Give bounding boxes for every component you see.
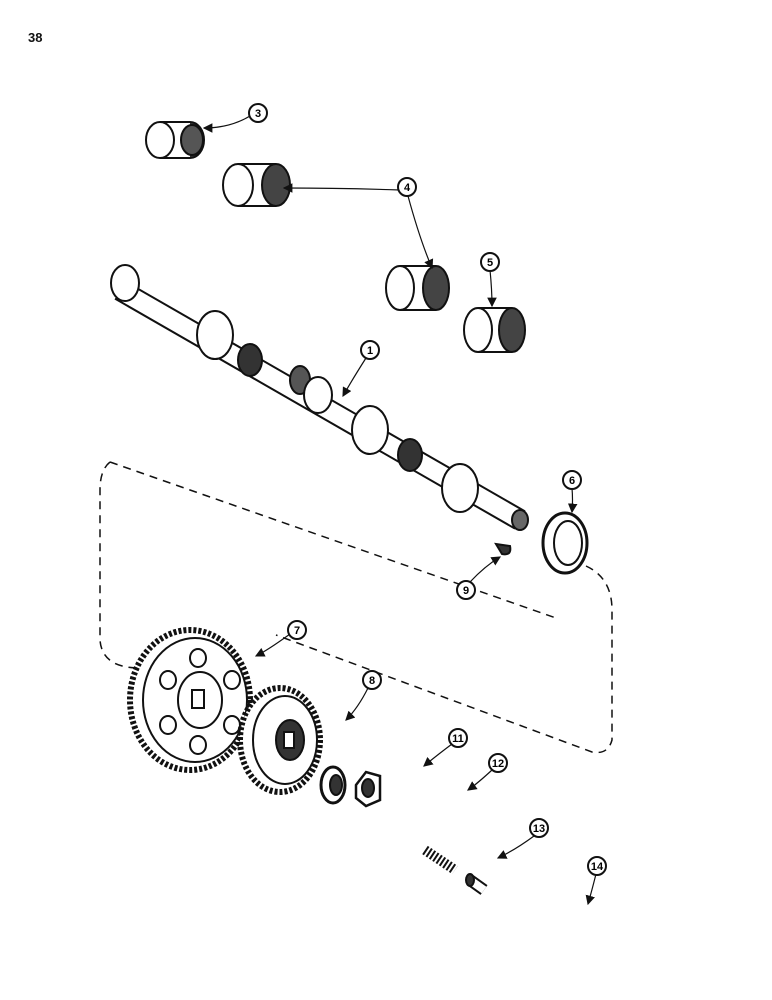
callout-6: 6 [562,470,582,490]
svg-text:8: 8 [369,675,375,687]
svg-text:11: 11 [452,733,464,745]
svg-text:5: 5 [487,257,493,269]
callout-1: 1 [360,340,380,360]
assembly-dashed-outline [99,461,613,754]
camshaft-1 [110,264,529,531]
callout-4: 4 [397,177,417,197]
bearing-3 [145,121,205,159]
bearing-5 [463,307,526,353]
leader-lines [202,115,597,906]
bearing-4-lower [385,265,450,311]
callout-3: 3 [248,103,268,123]
callout-13: 13 [529,818,549,838]
cam-gear-7 [127,627,253,773]
svg-text:14: 14 [591,861,604,873]
gear-8 [237,685,323,795]
svg-text:13: 13 [533,823,545,835]
svg-text:1: 1 [367,345,373,357]
washer-11 [319,765,347,805]
callout-12: 12 [488,753,508,773]
callout-9: 9 [456,580,476,600]
svg-text:3: 3 [255,108,261,120]
callout-7: 7 [287,620,307,640]
callout-14: 14 [587,856,607,876]
pin-14 [465,873,488,895]
page-number: 38 [28,30,43,45]
svg-text:12: 12 [492,758,504,770]
thrust-washer-6 [541,511,589,575]
callout-8: 8 [362,670,382,690]
callout-11: 11 [448,728,468,748]
svg-text:7: 7 [294,625,300,637]
svg-text:4: 4 [404,182,411,194]
svg-text:6: 6 [569,475,575,487]
key-9 [494,542,512,556]
svg-text:9: 9 [463,585,469,597]
bearing-4-upper [222,163,291,207]
callout-5: 5 [480,252,500,272]
spring-13 [422,845,458,875]
nut-12 [354,770,382,808]
